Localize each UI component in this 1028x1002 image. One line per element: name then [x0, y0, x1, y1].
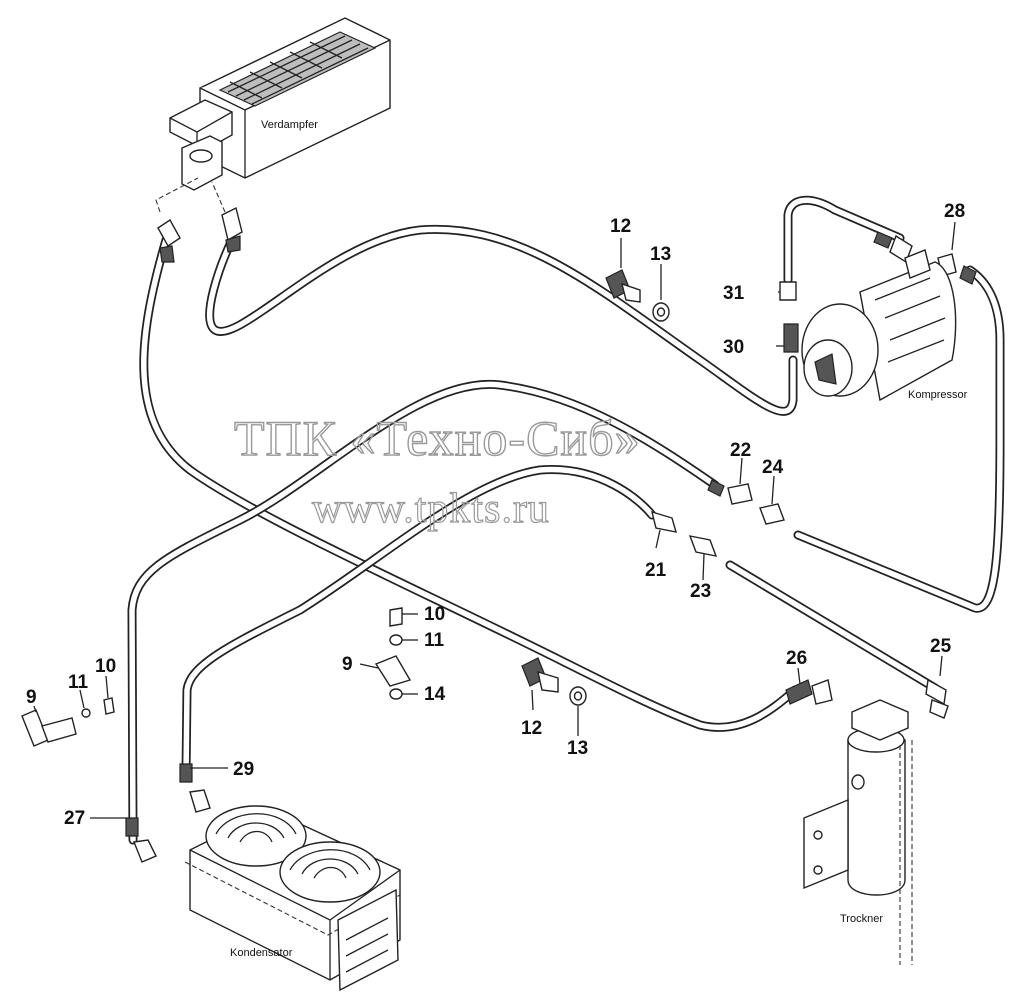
- adapters-21-24: [651, 483, 785, 557]
- callout-31: 31: [723, 283, 745, 304]
- dryer-unit: [803, 699, 913, 965]
- callout-21: 21: [645, 560, 667, 581]
- evaporator-unit: [155, 17, 391, 213]
- watermark-company: ТПК «Техно-Сиб»: [234, 410, 641, 466]
- callout-12-upper: 12: [610, 216, 631, 237]
- callout-13-upper: 13: [650, 244, 671, 265]
- callout-24: 24: [762, 457, 784, 478]
- condenser-unit: [184, 805, 401, 992]
- callout-26: 26: [786, 648, 807, 669]
- clamps-screws: [21, 607, 412, 747]
- pipes: [127, 195, 1005, 845]
- callout-11-left: 11: [68, 672, 89, 693]
- callout-9-left: 9: [26, 687, 37, 708]
- callout-29: 29: [233, 759, 254, 780]
- callout-13-lower: 13: [567, 738, 588, 759]
- callout-30: 30: [723, 337, 744, 358]
- fitting-12-13-upper: [605, 269, 670, 322]
- callout-25: 25: [930, 636, 952, 657]
- callout-28: 28: [944, 201, 965, 222]
- callout-22: 22: [730, 440, 751, 461]
- callout-9-center: 9: [342, 654, 353, 675]
- label-dryer: Trockner: [840, 913, 883, 925]
- label-compressor: Kompressor: [908, 389, 968, 401]
- leader-lines: [33, 221, 956, 819]
- callout-27: 27: [64, 808, 85, 829]
- callout-11-center: 11: [424, 630, 445, 651]
- callout-10-center: 10: [424, 604, 445, 625]
- fitting-12-13-lower: [521, 657, 587, 706]
- watermark-url: www.tpkts.ru: [312, 486, 550, 532]
- callout-10-left: 10: [95, 656, 116, 677]
- callout-12-lower: 12: [521, 718, 542, 739]
- callout-14: 14: [424, 684, 446, 705]
- callout-23: 23: [690, 581, 711, 602]
- label-evaporator: Verdampfer: [261, 119, 318, 131]
- label-condenser: Kondensator: [230, 947, 293, 959]
- compressor-unit: [801, 249, 957, 402]
